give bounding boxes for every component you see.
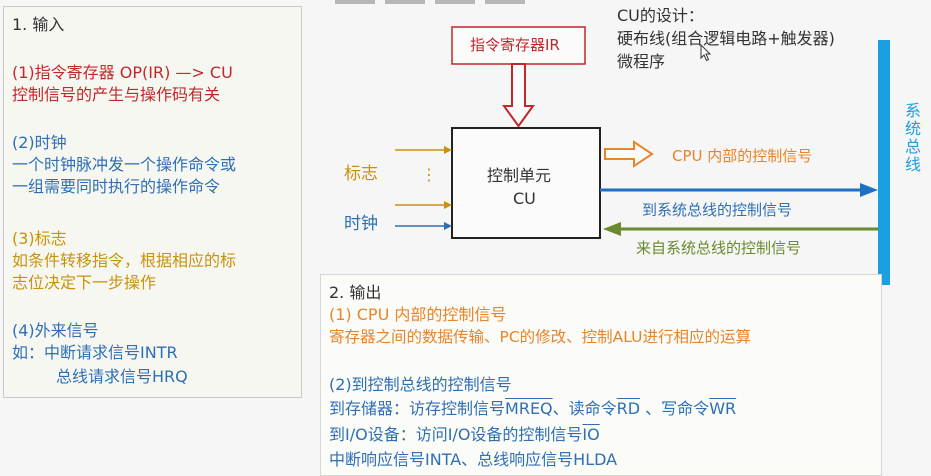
internal-signal-label: CPU 内部的控制信号 [672, 147, 813, 165]
flag-dots: ⋮ [421, 165, 437, 184]
write-prefix: 、写命令 [640, 399, 710, 418]
cu-label-line2: CU [513, 189, 536, 208]
top-strip-2 [385, 0, 425, 4]
input-heading: 1. 输入 [12, 15, 65, 34]
output-panel [320, 274, 882, 476]
io-signal: IO [582, 425, 600, 444]
top-strip-1 [335, 0, 375, 4]
input-s2-title: (2)时钟 [12, 133, 67, 152]
flag-arrow-2-head [444, 201, 452, 209]
clock-arrow-head [444, 222, 452, 230]
output-heading: 2. 输出 [329, 283, 382, 302]
output-memory-line: 到存储器：访存控制信号MREQ、读命令RD 、写命令WR [329, 398, 736, 419]
output-io-line: 到I/O设备：访问I/O设备的控制信号IO [329, 424, 600, 445]
system-bus-label: 系统总线 [905, 101, 922, 174]
output-o1-desc: 寄存器之间的数据传输、PC的修改、控制ALU进行相应的运算 [329, 328, 751, 346]
input-s3-line1: 如条件转移指令，根据相应的标 [12, 251, 237, 270]
flag-arrow-1-head [444, 146, 452, 154]
ir-box [451, 26, 586, 65]
input-s4-title: (4)外来信号 [12, 321, 99, 340]
internal-signal-arrow [604, 140, 654, 168]
cu-label-line1: 控制单元 [487, 166, 552, 185]
cu-design-line1: 硬布线(组合逻辑电路+触发器) [617, 29, 835, 48]
clock-label: 时钟 [344, 214, 378, 234]
system-bus-bar [878, 40, 890, 285]
rd-signal: RD [616, 399, 641, 418]
cu-box [451, 127, 601, 239]
ir-label: 指令寄存器IR [470, 36, 560, 54]
ir-to-cu-arrow [502, 63, 535, 128]
input-s3-title: (3)标志 [12, 229, 67, 248]
input-s2-line1: 一个时钟脉冲发一个操作命令或 [12, 155, 237, 174]
input-s3-line2: 志位决定下一步操作 [12, 273, 157, 292]
input-s4-line1: 如：中断请求信号INTR [12, 343, 178, 362]
memory-prefix: 到存储器：访存控制信号 [329, 399, 506, 418]
cu-design-title: CU的设计： [617, 6, 704, 25]
mreq-signal: MREQ [505, 399, 553, 418]
input-s2-line2: 一组需要同时执行的操作命令 [12, 177, 221, 196]
wr-signal: WR [709, 399, 737, 418]
io-prefix: 到I/O设备：访问I/O设备的控制信号 [329, 425, 583, 444]
read-prefix: 、读命令 [552, 399, 617, 418]
input-s4-line2: 总线请求信号HRQ [56, 367, 188, 386]
output-o1-title: (1) CPU 内部的控制信号 [329, 305, 507, 324]
top-strip-3 [435, 0, 475, 4]
output-o2-title: (2)到控制总线的控制信号 [329, 375, 512, 394]
to-bus-arrow-head [860, 183, 878, 197]
to-bus-label: 到系统总线的控制信号 [642, 201, 793, 219]
from-bus-label: 来自系统总线的控制信号 [636, 239, 802, 257]
input-panel [3, 6, 302, 398]
flag-label: 标志 [344, 164, 378, 184]
cu-design-line2: 微程序 [617, 52, 666, 71]
input-s1-title: (1)指令寄存器 OP(IR) —> CU [12, 63, 233, 82]
mouse-cursor-icon [700, 44, 712, 62]
from-bus-arrow-head [603, 222, 621, 236]
input-s1-desc: 控制信号的产生与操作码有关 [12, 85, 221, 104]
top-strip-4 [485, 0, 525, 4]
output-interrupt-line: 中断响应信号INTA、总线响应信号HLDA [329, 450, 618, 469]
